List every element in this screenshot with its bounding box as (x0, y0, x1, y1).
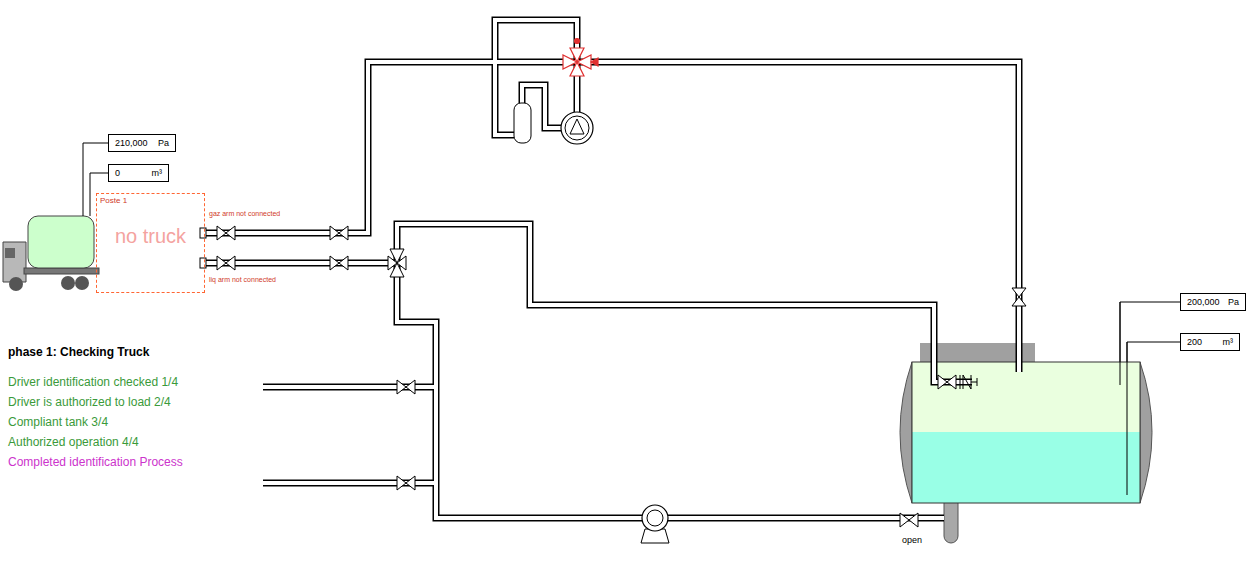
process-status: Completed identification Process (8, 456, 183, 470)
tank-end-cap (1140, 362, 1152, 503)
bay-name: Poste 1 (100, 196, 201, 205)
readout-value: 200,000 (1187, 297, 1220, 307)
readout-unit: Pa (158, 138, 169, 148)
valve-symbol (397, 476, 415, 490)
tank-end-cap (900, 362, 912, 503)
truck-wheel (75, 276, 89, 290)
truck-tank (28, 216, 94, 268)
gas-pipe (206, 62, 1019, 372)
pump-pipe (397, 263, 944, 518)
leader-line (90, 173, 108, 216)
truck-wheel (9, 277, 23, 291)
truck (3, 216, 99, 291)
valves (217, 226, 1026, 527)
arm-status: gaz arm not connected (209, 210, 280, 218)
valve-symbol (330, 226, 348, 240)
readout-value: 0 (115, 168, 120, 178)
readout-box: 200,000 Pa (1180, 293, 1246, 311)
check-valve-symbol (960, 375, 977, 389)
bay-status: no truck (100, 225, 201, 248)
valve-state: open (902, 535, 922, 545)
pump (641, 505, 669, 543)
valve-symbol (217, 256, 235, 270)
liquid-pipe (206, 224, 972, 382)
compressor-set (514, 103, 593, 144)
readout-value: 210,000 (115, 138, 148, 148)
pipe-bores (206, 20, 1019, 518)
gas-pipe (206, 62, 1019, 372)
valve-symbol (397, 380, 415, 394)
loading-bay-box: Poste 1 no truck (96, 193, 205, 293)
liquid-pipe (206, 224, 972, 382)
four-way-valve (563, 39, 598, 77)
three-way-valve (390, 249, 404, 263)
pump-pipe (397, 263, 944, 518)
arm-coupling (200, 228, 206, 238)
truck-chassis (24, 268, 99, 274)
valve-symbol (938, 375, 956, 389)
compressor-symbol (561, 112, 593, 144)
cab-window (5, 248, 15, 258)
tank-shell (912, 362, 1140, 503)
three-way-valve (390, 263, 404, 277)
pipe-outlines (206, 20, 1019, 518)
pump-symbol (647, 510, 663, 526)
leader-line (1120, 302, 1121, 385)
valve-symbol (217, 226, 235, 240)
readout-unit: Pa (1228, 297, 1239, 307)
check-step: Authorized operation 4/4 (8, 436, 139, 450)
arm-status: liq arm not connected (209, 276, 276, 284)
tank-liquid (912, 432, 1140, 503)
check-valve (960, 375, 977, 389)
arm-coupling (200, 258, 206, 268)
valve-symbol (1012, 288, 1026, 306)
check-step: Driver identification checked 1/4 (8, 376, 178, 390)
readout-box: 200 m³ (1180, 333, 1240, 351)
valve-symbol (900, 513, 918, 527)
readout-unit: m³ (152, 168, 163, 178)
valve-symbol (330, 256, 348, 270)
truck-cab (3, 242, 26, 282)
readout-box: 0 m³ (108, 164, 169, 182)
compressor-symbol (565, 116, 589, 140)
valve-actuator (575, 39, 580, 44)
compressor-symbol (570, 119, 584, 134)
tank-vapour-space (912, 362, 1140, 432)
readout-value: 200 (1187, 337, 1202, 347)
leader-line (1127, 342, 1128, 495)
truck-wheel (61, 276, 75, 290)
check-step: Compliant tank 3/4 (8, 416, 108, 430)
readout-unit: m³ (1223, 337, 1234, 347)
separator-vessel (514, 103, 531, 143)
flow-arrow (591, 58, 598, 66)
four-way-valve-body (570, 48, 584, 76)
readout-box: 210,000 Pa (108, 134, 176, 152)
check-step: Driver is authorized to load 2/4 (8, 396, 171, 410)
storage-tank (900, 302, 1152, 543)
pump-symbol (642, 505, 668, 531)
phase-heading: phase 1: Checking Truck (8, 346, 149, 360)
